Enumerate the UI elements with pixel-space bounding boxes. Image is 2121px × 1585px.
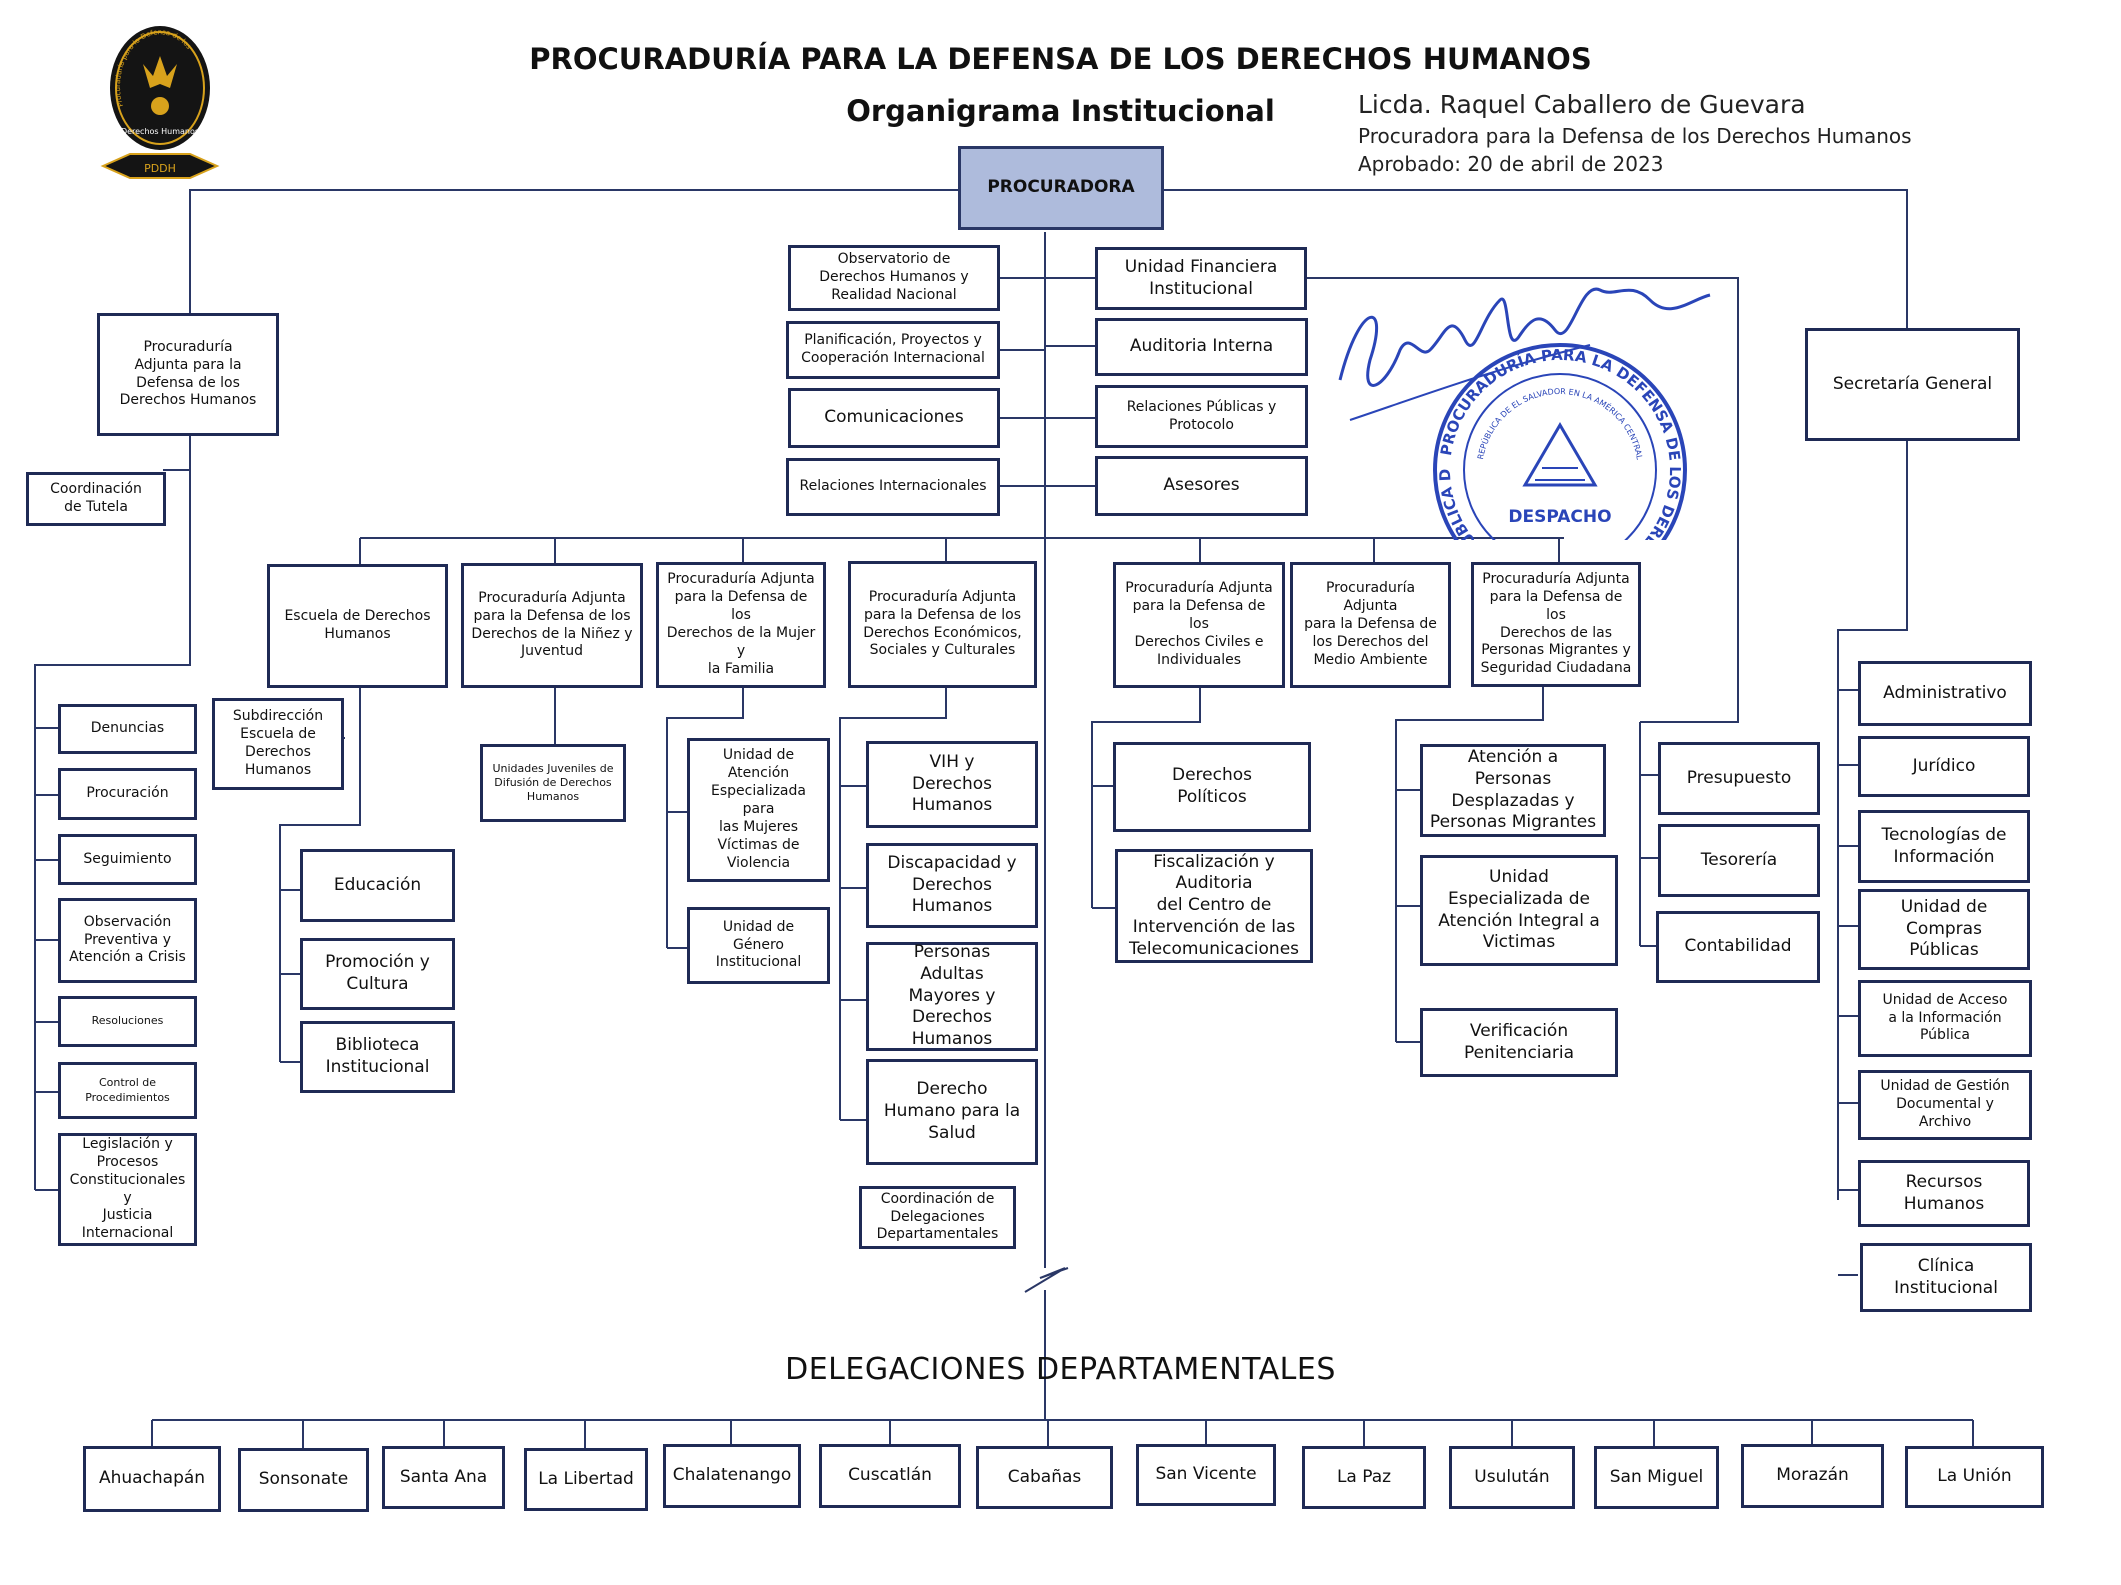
delegacion-box[interactable]: La Paz [1302, 1446, 1426, 1509]
box-secretaria-general[interactable]: Secretaría General [1805, 328, 2020, 441]
box-atencion-victimas[interactable]: Unidad Especializada de Atención Integra… [1420, 855, 1618, 966]
box-legislacion[interactable]: Legislación y Procesos Constitucionales … [58, 1133, 197, 1246]
box-educacion[interactable]: Educación [300, 849, 455, 922]
signer-role: Procuradora para la Defensa de los Derec… [1358, 124, 1912, 148]
box-promocion-cultura[interactable]: Promoción y Cultura [300, 938, 455, 1010]
box-procuradora[interactable]: PROCURADORA [958, 146, 1164, 230]
page-subtitle: Organigrama Institucional [846, 94, 1275, 128]
delegacion-box[interactable]: Santa Ana [382, 1446, 505, 1509]
box-planificacion[interactable]: Planificación, Proyectos y Cooperación I… [786, 321, 1000, 379]
box-coordinacion-delegaciones[interactable]: Coordinación de Delegaciones Departament… [859, 1186, 1016, 1249]
box-administrativo[interactable]: Administrativo [1858, 661, 2032, 726]
connector-trunk-break [1024, 1267, 1069, 1293]
despacho-seal-icon: PROCURADURÍA PARA LA DEFENSA DE LOS DERE… [1330, 240, 1711, 540]
box-biblioteca[interactable]: Biblioteca Institucional [300, 1021, 455, 1093]
box-coordinacion-tutela[interactable]: Coordinación de Tutela [26, 472, 166, 526]
box-derechos-politicos[interactable]: Derechos Políticos [1113, 742, 1311, 832]
box-presupuesto[interactable]: Presupuesto [1658, 742, 1820, 815]
connector-escuela [279, 687, 361, 1063]
signer-name: Licda. Raquel Caballero de Guevara [1358, 90, 1806, 119]
connector-root-left [189, 189, 958, 315]
box-asesores[interactable]: Asesores [1095, 456, 1308, 516]
connector-civiles [1091, 687, 1201, 909]
box-unidades-juveniles[interactable]: Unidades Juveniles de Difusión de Derech… [480, 744, 626, 822]
box-denuncias[interactable]: Denuncias [58, 704, 197, 754]
delegacion-box[interactable]: San Miguel [1594, 1446, 1719, 1509]
box-atencion-mujeres[interactable]: Unidad de Atención Especializada para la… [687, 738, 830, 882]
box-salud[interactable]: Derecho Humano para la Salud [866, 1059, 1038, 1165]
box-adjunta-migrantes[interactable]: Procuraduría Adjunta para la Defensa de … [1471, 562, 1641, 687]
box-juridico[interactable]: Jurídico [1858, 736, 2030, 797]
delegacion-box[interactable]: La Unión [1905, 1446, 2044, 1508]
connector-mujer [666, 687, 744, 949]
box-tecnologias[interactable]: Tecnologías de Información [1858, 810, 2030, 883]
box-compras-publicas[interactable]: Unidad de Compras Públicas [1858, 889, 2030, 970]
connector-staff-right [1045, 277, 1095, 487]
box-observacion-preventiva[interactable]: Observación Preventiva y Atención a Cris… [58, 898, 197, 983]
box-recursos-humanos[interactable]: Recursos Humanos [1858, 1160, 2030, 1227]
connector-root-right [1164, 189, 1908, 328]
box-escuela[interactable]: Escuela de Derechos Humanos [267, 564, 448, 688]
box-desplazadas[interactable]: Atención a Personas Desplazadas y Person… [1420, 744, 1606, 837]
box-seguimiento[interactable]: Seguimiento [58, 834, 197, 885]
seal-center-text: DESPACHO [1508, 507, 1611, 527]
box-relaciones-publicas[interactable]: Relaciones Públicas y Protocolo [1095, 385, 1308, 448]
box-comunicaciones[interactable]: Comunicaciones [788, 388, 1000, 448]
box-tesoreria[interactable]: Tesorería [1658, 824, 1820, 897]
box-discapacidad[interactable]: Discapacidad y Derechos Humanos [866, 843, 1038, 928]
box-resoluciones[interactable]: Resoluciones [58, 996, 197, 1047]
box-acceso-informacion[interactable]: Unidad de Acceso a la Información Públic… [1858, 980, 2032, 1057]
box-gestion-documental[interactable]: Unidad de Gestión Documental y Archivo [1858, 1070, 2032, 1140]
delegacion-box[interactable]: Sonsonate [238, 1448, 369, 1512]
delegacion-box[interactable]: La Libertad [524, 1448, 648, 1511]
connector-migrantes [1395, 687, 1544, 1043]
box-relaciones-internacionales[interactable]: Relaciones Internacionales [786, 458, 1000, 516]
delegacion-box[interactable]: San Vicente [1136, 1444, 1276, 1506]
pddh-emblem-icon: PDDH Derechos Humanos Procuraduría para … [100, 26, 220, 179]
box-fiscalizacion[interactable]: Fiscalización y Auditoria del Centro de … [1115, 849, 1313, 963]
box-clinica[interactable]: Clínica Institucional [1860, 1243, 2032, 1312]
delegaciones-title: DELEGACIONES DEPARTAMENTALES [785, 1352, 1336, 1387]
box-control-procedimientos[interactable]: Control de Procedimientos [58, 1062, 197, 1119]
box-adultos-mayores[interactable]: Personas Adultas Mayores y Derechos Huma… [866, 942, 1038, 1051]
logo-center-text: Derechos Humanos [121, 127, 199, 136]
box-vih[interactable]: VIH y Derechos Humanos [866, 741, 1038, 828]
connector-secretaria [1837, 441, 1908, 1276]
connector-staff-left [1000, 277, 1045, 487]
connector-delegaciones [151, 1419, 1974, 1448]
box-procuracion[interactable]: Procuración [58, 768, 197, 820]
delegacion-box[interactable]: Chalatenango [663, 1444, 801, 1508]
connector-desc [839, 687, 947, 1121]
approval-date: Aprobado: 20 de abril de 2023 [1358, 152, 1664, 176]
box-adjunta-mujer[interactable]: Procuraduría Adjunta para la Defensa de … [656, 562, 826, 688]
delegacion-box[interactable]: Cuscatlán [819, 1444, 961, 1508]
box-adjunta-desc[interactable]: Procuraduría Adjunta para la Defensa de … [848, 561, 1037, 688]
delegacion-box[interactable]: Cabañas [976, 1446, 1113, 1509]
box-verificacion-penitenciaria[interactable]: Verificación Penitenciaria [1420, 1008, 1618, 1077]
logo-banner-text: PDDH [144, 162, 176, 175]
connector-adjuntas-bar [359, 537, 1564, 565]
connector-finance [1307, 277, 1739, 947]
box-unidad-financiera[interactable]: Unidad Financiera Institucional [1095, 247, 1307, 310]
box-subdireccion-escuela[interactable]: Subdirección Escuela de Derechos Humanos [212, 698, 344, 790]
box-adjunta-ddhh[interactable]: Procuraduría Adjunta para la Defensa de … [97, 313, 279, 436]
page-title: PROCURADURÍA PARA LA DEFENSA DE LOS DERE… [529, 42, 1592, 76]
delegacion-box[interactable]: Ahuachapán [83, 1446, 221, 1512]
box-contabilidad[interactable]: Contabilidad [1656, 911, 1820, 983]
connector-adjunta-left [34, 435, 191, 1191]
box-adjunta-civiles[interactable]: Procuraduría Adjunta para la Defensa de … [1113, 562, 1285, 688]
delegacion-box[interactable]: Usulután [1449, 1446, 1575, 1509]
box-observatorio[interactable]: Observatorio de Derechos Humanos y Reali… [788, 245, 1000, 311]
box-genero[interactable]: Unidad de Género Institucional [687, 907, 830, 984]
box-adjunta-ambiente[interactable]: Procuraduría Adjunta para la Defensa de … [1290, 562, 1451, 688]
delegacion-box[interactable]: Morazán [1741, 1444, 1884, 1508]
box-adjunta-ninez[interactable]: Procuraduría Adjunta para la Defensa de … [461, 563, 643, 688]
signature-stroke [1338, 287, 1711, 387]
box-auditoria[interactable]: Auditoria Interna [1095, 318, 1308, 376]
